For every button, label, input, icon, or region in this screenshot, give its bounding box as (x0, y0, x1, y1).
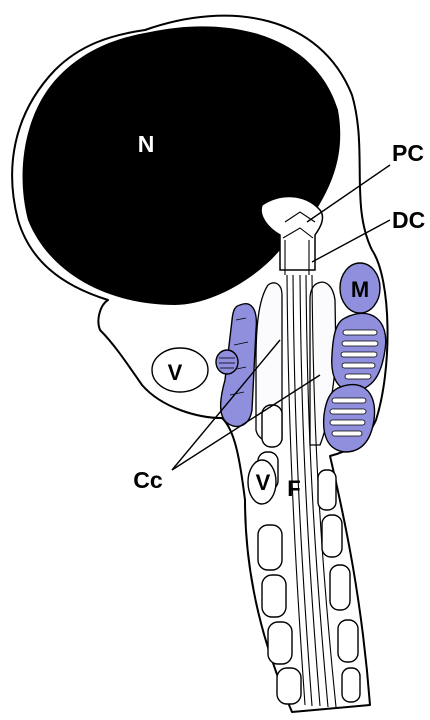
label-flagellum: F (287, 476, 300, 501)
label-dc: DC (392, 207, 425, 233)
label-cytoplasmic-canal: Cc (133, 467, 163, 493)
label-pc: PC (392, 140, 424, 166)
mitochondrion-bottom (324, 385, 375, 452)
label-nucleus: N (138, 131, 155, 157)
label-vacuole-head: V (168, 360, 183, 385)
label-vacuole-tail: V (256, 470, 271, 495)
mitochondrion-left-round (216, 350, 238, 374)
label-mitochondrion: M (351, 277, 369, 302)
